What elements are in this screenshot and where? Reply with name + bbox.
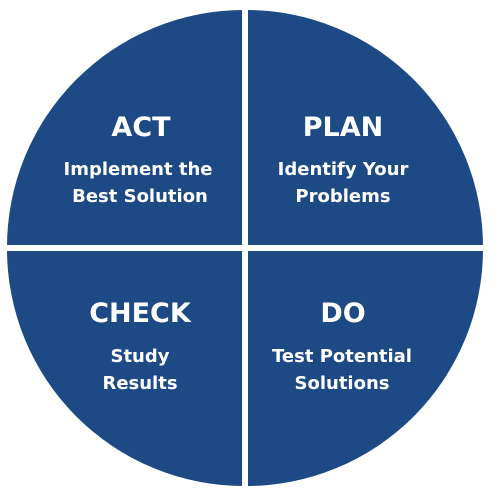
plan-title: PLAN [303,112,384,143]
segment-plan [245,9,484,249]
act-line-1: Implement the [64,159,213,180]
act-line-2: Best Solution [72,186,208,207]
segment-check [6,248,246,487]
check-title: CHECK [89,298,192,329]
do-line-2: Solutions [295,373,390,394]
plan-line-2: Problems [295,186,390,207]
segment-act [6,9,245,249]
check-line-2: Results [102,373,177,394]
do-line-1: Test Potential [272,346,412,367]
check-line-1: Study [110,346,169,367]
segment-do [245,248,484,487]
horizontal-divider [0,245,500,251]
act-title: ACT [111,112,171,143]
plan-line-1: Identify Your [278,159,409,180]
do-title: DO [320,298,365,329]
